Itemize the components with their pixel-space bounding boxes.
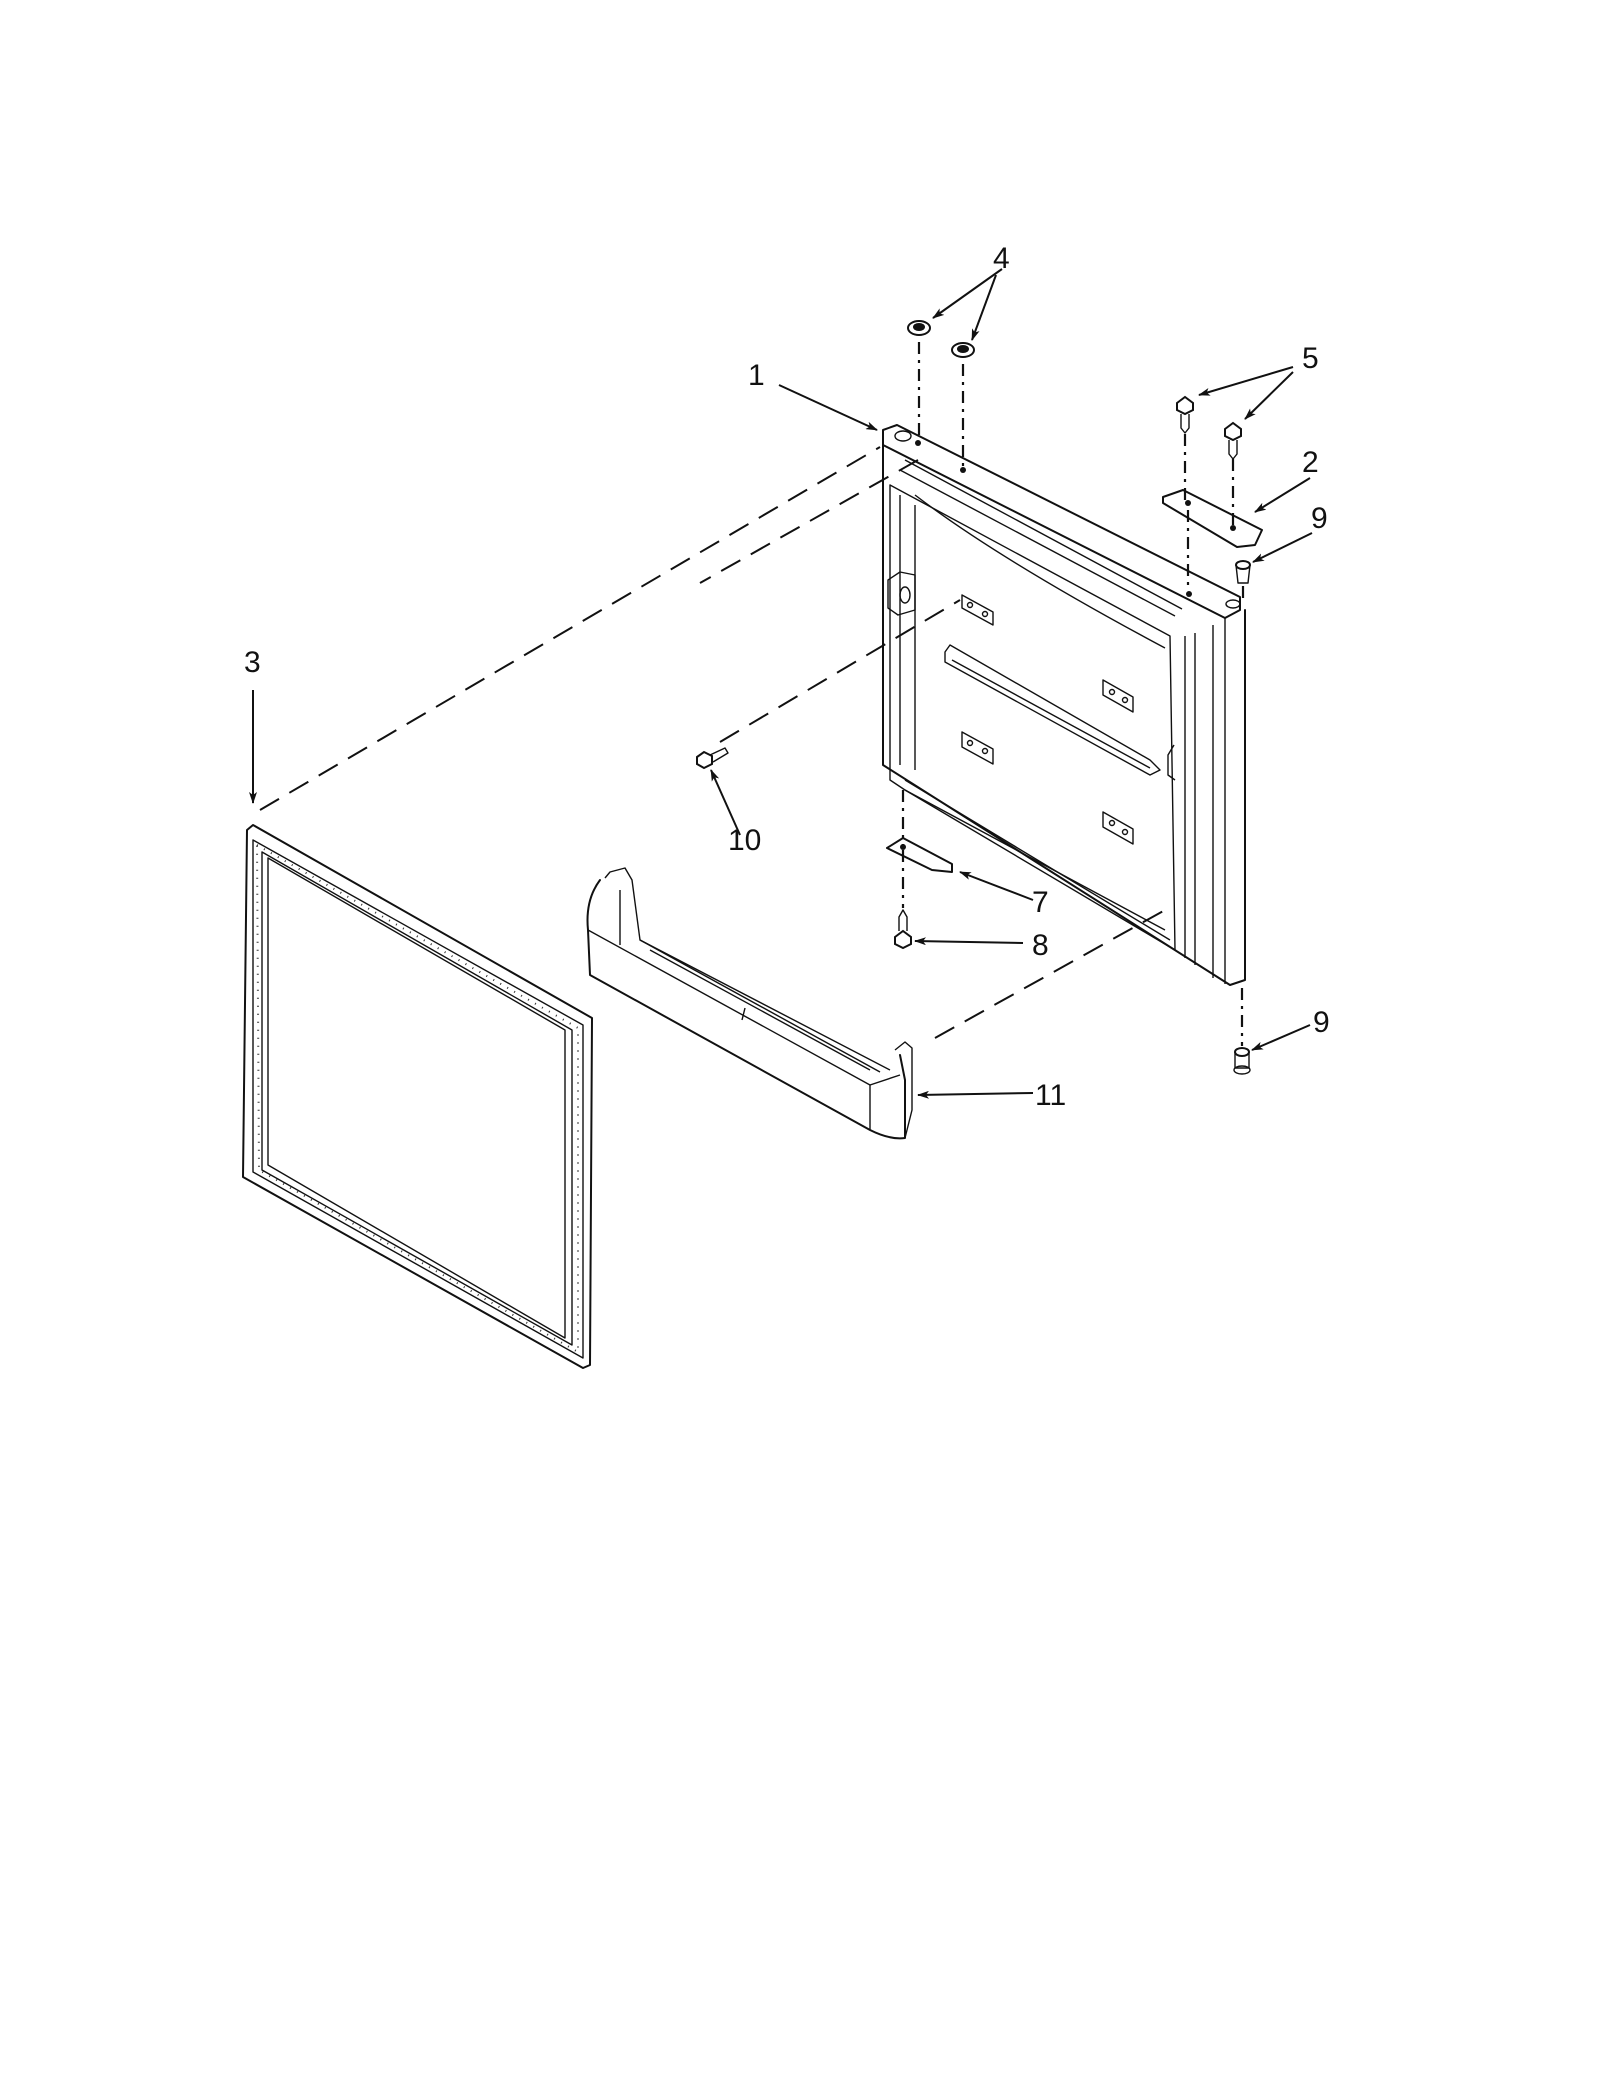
callout-4: 4 <box>993 242 1010 275</box>
stop-bracket <box>886 837 953 873</box>
plate-part <box>1162 489 1263 548</box>
callout-arrows <box>249 268 1313 1099</box>
callout-9-top: 9 <box>1311 502 1328 535</box>
callout-11: 11 <box>1035 1079 1066 1112</box>
door-part <box>882 424 1246 986</box>
callout-8: 8 <box>1032 929 1049 962</box>
plug-button-2 <box>951 342 975 358</box>
callout-5: 5 <box>1302 342 1319 375</box>
callout-9-bottom: 9 <box>1313 1006 1330 1039</box>
shelf-screw <box>696 747 729 770</box>
callout-2: 2 <box>1302 446 1319 479</box>
bushing-top <box>1235 560 1251 584</box>
shelf-bin-part <box>586 867 913 1140</box>
callout-1: 1 <box>748 359 765 392</box>
callout-7: 7 <box>1032 886 1049 919</box>
plug-button-1 <box>907 320 931 336</box>
assembly-lines <box>259 342 1245 1046</box>
hinge-screw-2 <box>1224 421 1242 460</box>
hinge-screw-1 <box>1176 395 1194 434</box>
gasket-part <box>242 824 593 1369</box>
stop-screw <box>894 909 912 950</box>
callout-3: 3 <box>244 646 261 679</box>
bushing-bottom <box>1233 1047 1251 1075</box>
callout-10: 10 <box>728 824 761 857</box>
